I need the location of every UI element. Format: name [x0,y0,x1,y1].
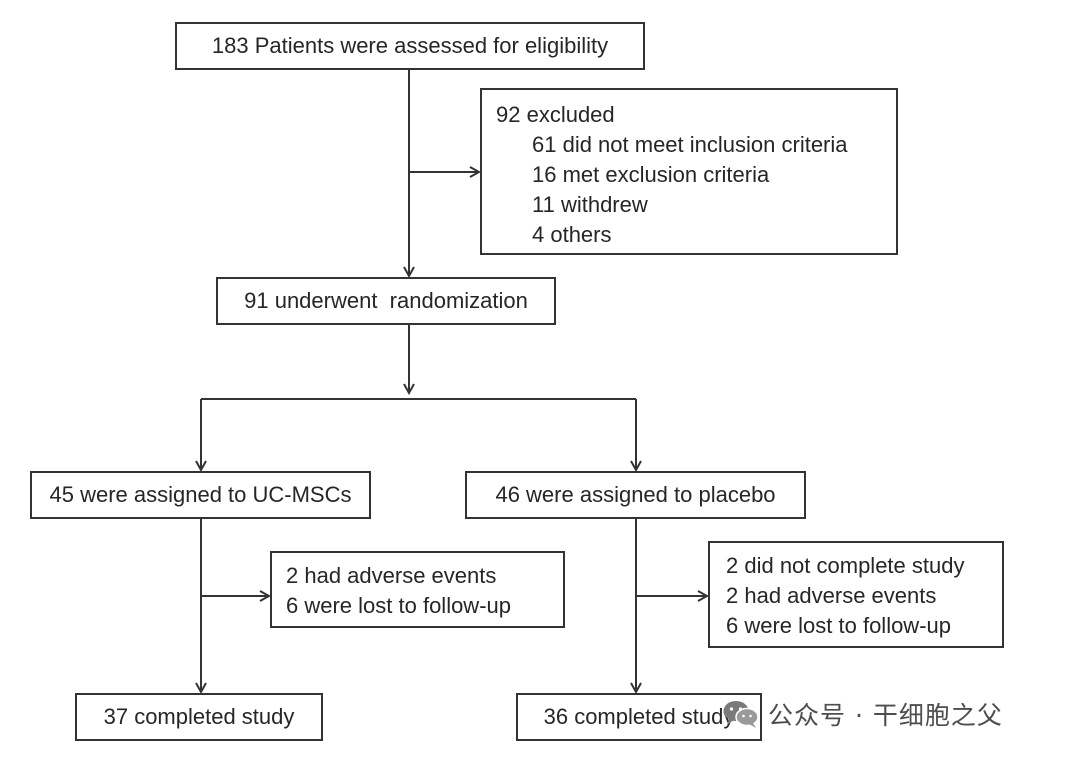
excluded-box: 92 excluded 61 did not meet inclusion cr… [480,88,898,255]
ucmsc-dropout-reason: 2 had adverse events [286,563,497,588]
placebo-completed-label: 36 completed study [543,704,735,729]
excluded-reason: 16 met exclusion criteria [532,162,770,187]
assessed-label: 183 Patients were assessed for eligibili… [211,33,609,58]
ucmsc-completed-label: 37 completed study [103,704,295,729]
ucmsc-dropouts-box: 2 had adverse events 6 were lost to foll… [270,551,565,628]
excluded-reason: 4 others [532,222,612,247]
placebo-completed-box: 36 completed study [516,693,762,741]
excluded-reason: 11 withdrew [532,192,648,217]
placebo-dropouts-box: 2 did not complete study 2 had adverse e… [708,541,1004,648]
placebo-dropout-reason: 2 had adverse events [726,583,937,608]
assessed-box: 183 Patients were assessed for eligibili… [175,22,645,70]
watermark-text: 公众号 · 干细胞之父 [768,701,1003,730]
ucmsc-completed-box: 37 completed study [75,693,323,741]
placebo-assigned-label: 46 were assigned to placebo [495,482,776,507]
excluded-reason: 61 did not meet inclusion criteria [532,132,848,157]
wechat-icon [723,701,759,728]
placebo-assigned-box: 46 were assigned to placebo [465,471,806,519]
watermark: 公众号 · 干细胞之父 [722,694,1003,734]
ucmsc-assigned-label: 45 were assigned to UC-MSCs [49,482,352,507]
ucmsc-dropout-reason: 6 were lost to follow-up [286,593,511,618]
randomization-label: 91 underwent randomization [244,288,528,313]
ucmsc-assigned-box: 45 were assigned to UC-MSCs [30,471,371,519]
placebo-dropout-reason: 2 did not complete study [726,553,965,578]
randomization-box: 91 underwent randomization [216,277,556,325]
excluded-title: 92 excluded [496,102,615,127]
placebo-dropout-reason: 6 were lost to follow-up [726,613,951,638]
